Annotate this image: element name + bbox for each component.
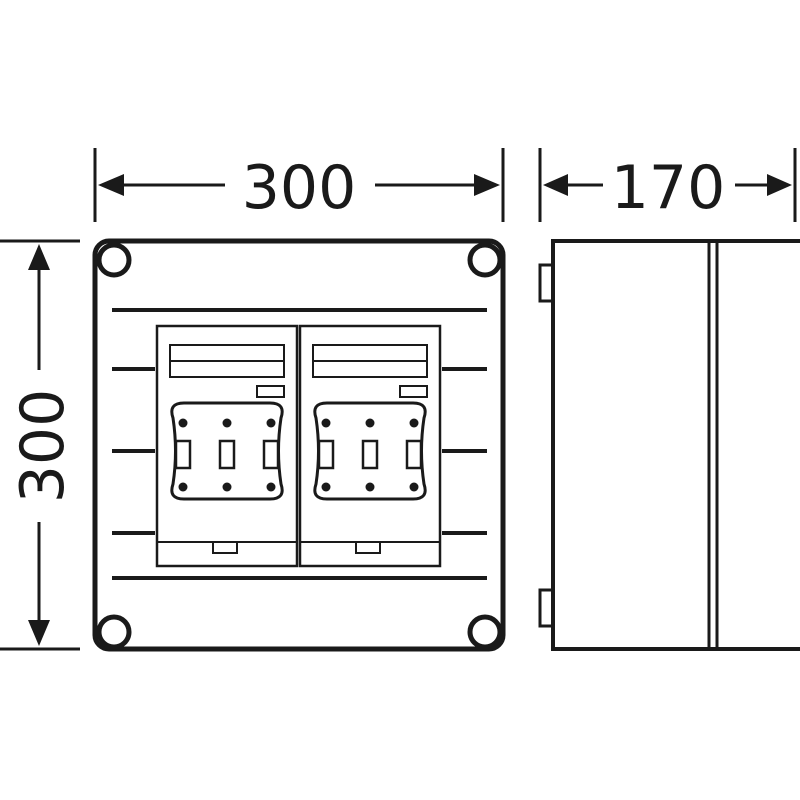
fuse-switch-module-right (298, 324, 442, 568)
screw-hole-bottom-right (467, 614, 503, 650)
height-arrowhead-top (28, 244, 50, 270)
fuse-contact-dot (178, 482, 188, 492)
module-label-strip-bottom (312, 360, 428, 378)
depth-dimension (538, 148, 797, 222)
module-label-strip-bottom (169, 360, 285, 378)
fuse-contact-dot (178, 418, 188, 428)
module-indicator-window (399, 385, 428, 398)
fuse-contact-dot (321, 418, 331, 428)
side-enclosure-outline (551, 239, 800, 651)
module-housing (155, 324, 299, 568)
height-label: 300 (8, 389, 78, 504)
width-arrowhead-left (98, 174, 124, 196)
depth-arrowhead-right (767, 174, 792, 196)
fuse-slot-3 (262, 439, 280, 470)
fuse-contact-dot (409, 482, 419, 492)
width-label: 300 (242, 153, 357, 223)
hinge-bottom (538, 588, 555, 628)
module-label-strip-top (312, 344, 428, 362)
module-base-clip (212, 541, 238, 554)
height-dimension (0, 239, 80, 651)
fuse-slot-2 (218, 439, 236, 470)
fuse-contact-dot (222, 482, 232, 492)
fuse-contact-dot (266, 418, 276, 428)
width-arrowhead-right (474, 174, 500, 196)
fuse-slot-1 (317, 439, 335, 470)
depth-label: 170 (611, 153, 726, 223)
module-housing (298, 324, 442, 568)
fuse-contact-dot (409, 418, 419, 428)
fuse-contact-dot (222, 418, 232, 428)
fuse-slot-3 (405, 439, 423, 470)
side-view (538, 239, 800, 651)
module-base-clip (355, 541, 381, 554)
fuse-contact-dot (266, 482, 276, 492)
fuse-switch-module-left (155, 324, 299, 568)
hinge-top (538, 263, 555, 303)
height-arrowhead-bottom (28, 620, 50, 646)
screw-hole-top-right (467, 242, 503, 278)
width-dimension (93, 148, 505, 222)
front-view (92, 238, 506, 652)
front-enclosure-outline (92, 238, 506, 652)
fuse-slot-2 (361, 439, 379, 470)
depth-arrowhead-left (543, 174, 568, 196)
module-indicator-window (256, 385, 285, 398)
module-label-strip-top (169, 344, 285, 362)
fuse-slot-1 (174, 439, 192, 470)
fuse-carrier-outline (313, 401, 427, 501)
screw-hole-top-left (96, 242, 132, 278)
fuse-contact-dot (365, 482, 375, 492)
screw-hole-bottom-left (96, 614, 132, 650)
fuse-carrier-outline (170, 401, 284, 501)
fuse-contact-dot (365, 418, 375, 428)
fuse-contact-dot (321, 482, 331, 492)
